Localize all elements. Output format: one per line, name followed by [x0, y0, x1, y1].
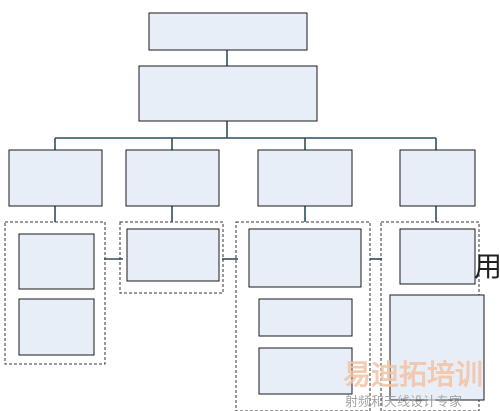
leaf-box-3a: [248, 228, 362, 288]
root-box: [148, 12, 308, 51]
level2-box: [138, 65, 318, 122]
leaf-box-4a: [399, 228, 476, 285]
group-outline-2: [119, 221, 224, 294]
branch-box-4: [399, 149, 476, 207]
leaf-box-1b: [18, 298, 95, 356]
leaf-box-3c: [258, 347, 353, 395]
chart-boxes: [8, 12, 485, 401]
watermark-title: 易迪拓培训: [343, 358, 483, 391]
branch-box-2: [125, 149, 220, 207]
watermark-subtitle: 射频和天线设计专家: [345, 394, 462, 410]
leaf-box-2a: [126, 228, 220, 282]
leaf-box-1a: [18, 233, 95, 290]
watermark: 易迪拓培训 射频和天线设计专家: [343, 358, 483, 410]
leaf-box-3b: [258, 298, 353, 337]
group-outline-1: [4, 221, 106, 365]
side-glyph: 用: [474, 250, 500, 283]
connector-lines: [54, 50, 437, 260]
branch-box-3: [257, 149, 353, 207]
leaf-box-4b: [389, 294, 485, 401]
group-outline-3: [235, 221, 371, 411]
branch-box-1: [8, 149, 103, 207]
